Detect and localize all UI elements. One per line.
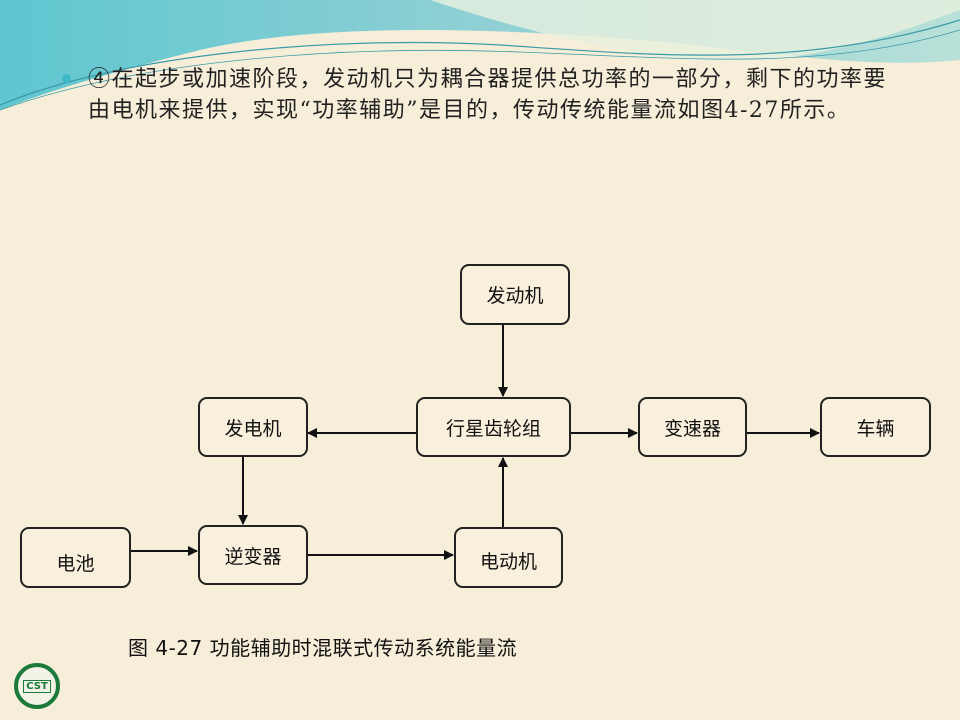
node-transmission: 变速器 [638,397,747,457]
node-generator: 发电机 [198,397,308,457]
intro-paragraph: ④在起步或加速阶段，发动机只为耦合器提供总功率的一部分，剩下的功率要由电机来提供… [88,67,888,123]
node-battery: 电池 [20,527,131,588]
node-engine: 发动机 [460,264,570,325]
node-motor: 电动机 [454,527,563,588]
logo: CST [14,663,60,709]
logo-text: CST [23,679,51,693]
node-planetary-gear: 行星齿轮组 [416,397,571,457]
node-inverter: 逆变器 [198,525,308,585]
node-vehicle: 车辆 [820,397,931,457]
figure-caption: 图 4-27 功能辅助时混联式传动系统能量流 [128,636,518,660]
bullet-icon [62,74,71,83]
